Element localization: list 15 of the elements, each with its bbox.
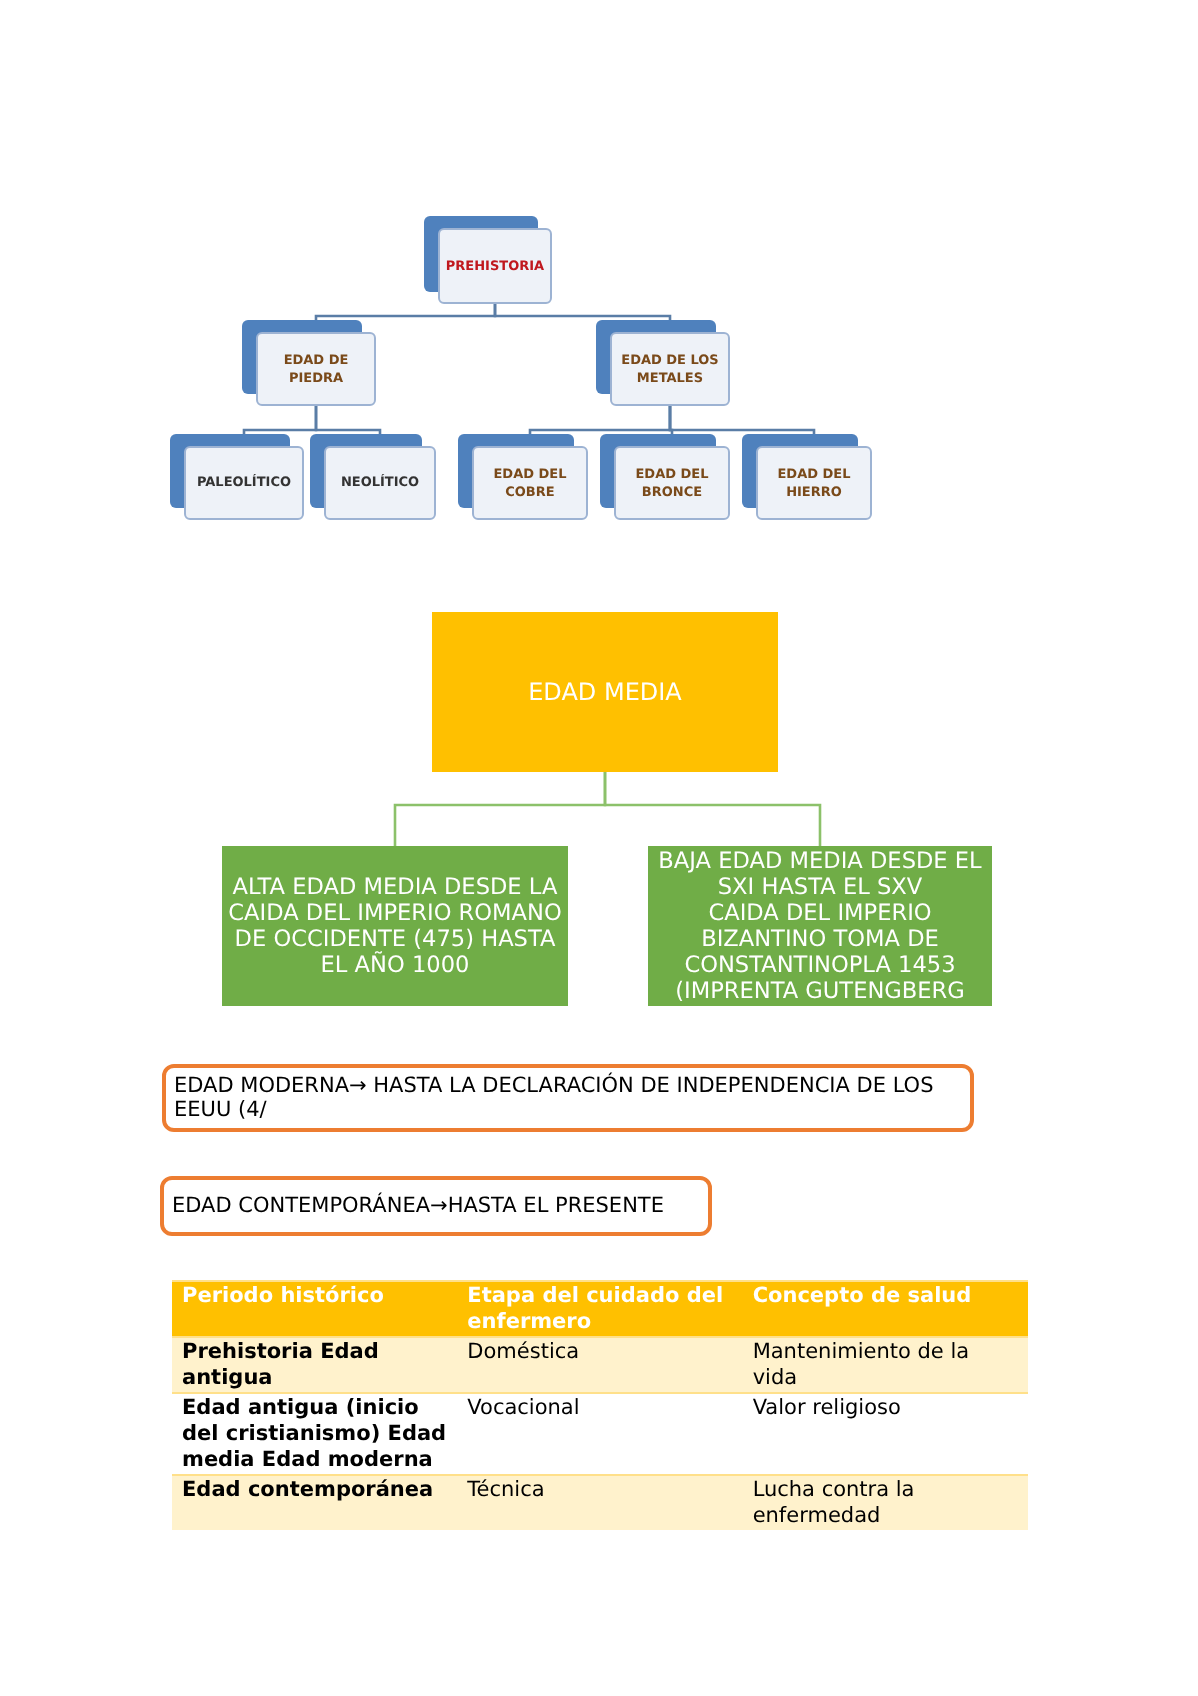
table-cell: Lucha contra la enfermedad [742,1475,1028,1531]
connector-line [603,772,822,846]
note-text: EDAD MODERNA→ HASTA LA DECLARACIÓN DE INDEPENDENCIA DE LOS EEUU (4/ [174,1073,936,1123]
period-box [648,846,992,1006]
period-box [432,612,778,772]
period-description: CAIDA DEL IMPERIO BIZANTINO TOMA DE CONSTANTINOPLA 1453 (IMPRENTA GUTENGBERG [673,900,967,1004]
table-cell: Edad contemporánea [172,1475,458,1531]
period-label: EDAD MEDIA [528,678,682,706]
period-box [222,846,568,1006]
table-cell: Técnica [457,1475,743,1531]
note-text: EDAD CONTEMPORÁNEA→HASTA EL PRESENTE [172,1193,664,1219]
note-box [162,1064,974,1132]
note-box [160,1176,712,1236]
period-description: ALTA EDAD MEDIA DESDE LA CAIDA DEL IMPERIO ROMANO DE OCCIDENTE (475) HASTA EL AÑO 1000 [226,874,564,978]
period-description: BAJA EDAD MEDIA DESDE EL SXI HASTA EL SXV [656,848,984,901]
